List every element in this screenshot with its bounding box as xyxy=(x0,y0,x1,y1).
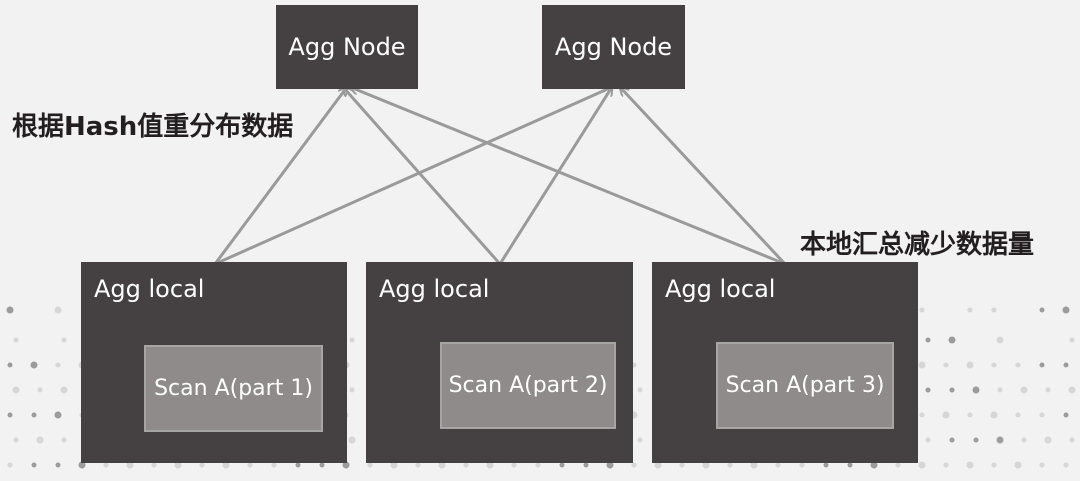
agg-node-2: Agg Node xyxy=(542,5,685,89)
agg-local-3: Agg local Scan A(part 3) xyxy=(652,262,918,463)
scan-box-2: Scan A(part 2) xyxy=(440,342,616,429)
agg-local-1: Agg local Scan A(part 1) xyxy=(81,262,347,463)
arrow-agg-local-2-to-agg-node-1 xyxy=(343,87,502,265)
agg-node-2-label: Agg Node xyxy=(554,33,673,61)
scan-box-3-label: Scan A(part 3) xyxy=(725,373,885,398)
scan-box-1: Scan A(part 1) xyxy=(144,345,323,432)
arrow-agg-local-1-to-agg-node-1 xyxy=(213,87,347,265)
scan-box-3: Scan A(part 3) xyxy=(716,342,894,429)
arrow-agg-local-1-to-agg-node-2 xyxy=(214,87,612,266)
agg-local-1-label: Agg local xyxy=(94,275,205,303)
agg-local-2: Agg local Scan A(part 2) xyxy=(366,262,633,463)
agg-local-3-label: Agg local xyxy=(665,275,776,303)
agg-node-1: Agg Node xyxy=(276,5,418,89)
redistribute-annotation: 根据Hash值重分布数据 xyxy=(12,112,294,142)
agg-node-1-label: Agg Node xyxy=(288,33,406,61)
local-aggregate-annotation: 本地汇总减少数据量 xyxy=(800,230,1035,260)
arrow-agg-local-2-to-agg-node-2 xyxy=(498,87,612,265)
arrow-agg-local-3-to-agg-node-2 xyxy=(620,87,787,266)
agg-local-2-label: Agg local xyxy=(379,275,490,303)
arrow-agg-local-3-to-agg-node-1 xyxy=(350,87,786,266)
scan-box-1-label: Scan A(part 1) xyxy=(154,376,313,401)
scan-box-2-label: Scan A(part 2) xyxy=(448,373,608,398)
